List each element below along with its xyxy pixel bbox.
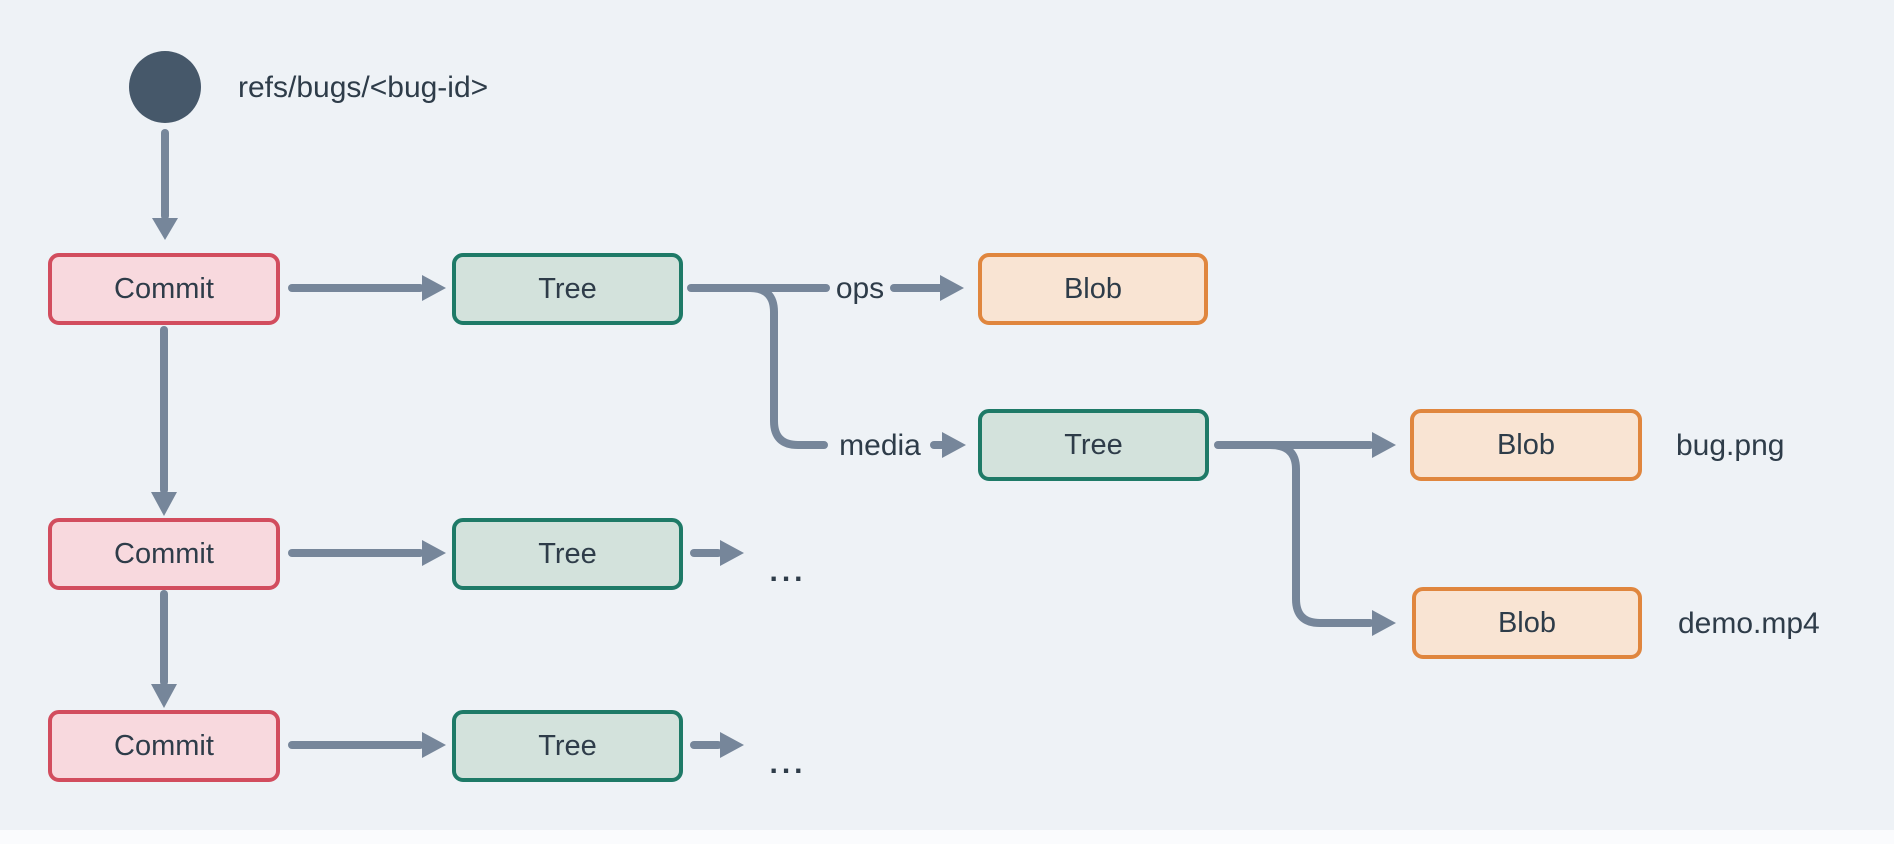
node-label: Commit [114, 272, 214, 305]
edge-mediatree-to-blob-demo [1266, 441, 1396, 636]
edge-label-ops: ops [835, 272, 885, 305]
edge-media-to-tree [930, 432, 966, 458]
file-label-demo-mp4: demo.mp4 [1678, 607, 1820, 640]
edge-ops-to-blob [890, 275, 964, 301]
edge-tree-row3-to-ellipsis [690, 732, 744, 758]
node-tree-media: Tree [978, 409, 1209, 481]
footer-strip [0, 830, 1894, 844]
ellipsis-row-2: ... [769, 555, 807, 588]
node-label: Commit [114, 537, 214, 570]
node-blob-demo-mp4: Blob [1412, 587, 1642, 659]
edge-ref-to-commit1 [152, 129, 178, 240]
ellipsis-row-3: ... [769, 747, 807, 780]
edge-label-media: media [839, 429, 921, 462]
ref-circle-icon [129, 51, 201, 123]
node-label: Blob [1497, 606, 1557, 639]
edge-mediatree-to-blob-bug [1214, 432, 1396, 458]
edge-commit1-to-tree1 [288, 275, 446, 301]
node-label: Blob [1496, 428, 1556, 461]
node-tree-1: Tree [452, 253, 683, 325]
node-blob-ops: Blob [978, 253, 1208, 325]
edge-commit1-to-commit2 [151, 326, 177, 516]
node-tree-row2: Tree [452, 518, 683, 590]
ref-label: refs/bugs/<bug-id> [238, 71, 489, 104]
node-commit-2: Commit [48, 518, 280, 590]
node-commit-3: Commit [48, 710, 280, 782]
edge-tree-row2-to-ellipsis [690, 540, 744, 566]
file-label-bug-png: bug.png [1676, 429, 1785, 462]
node-label: Tree [1064, 428, 1123, 461]
node-label: Tree [538, 272, 597, 305]
node-label: Blob [1063, 272, 1123, 305]
edge-tree1-media-branch [746, 284, 828, 449]
node-label: Commit [114, 729, 214, 762]
node-blob-bug-png: Blob [1410, 409, 1642, 481]
node-label: Tree [538, 537, 597, 570]
edge-commit2-to-tree-row2 [288, 540, 446, 566]
edge-commit2-to-commit3 [151, 590, 177, 708]
node-tree-row3: Tree [452, 710, 683, 782]
edge-commit3-to-tree-row3 [288, 732, 446, 758]
node-label: Tree [538, 729, 597, 762]
node-commit-1: Commit [48, 253, 280, 325]
